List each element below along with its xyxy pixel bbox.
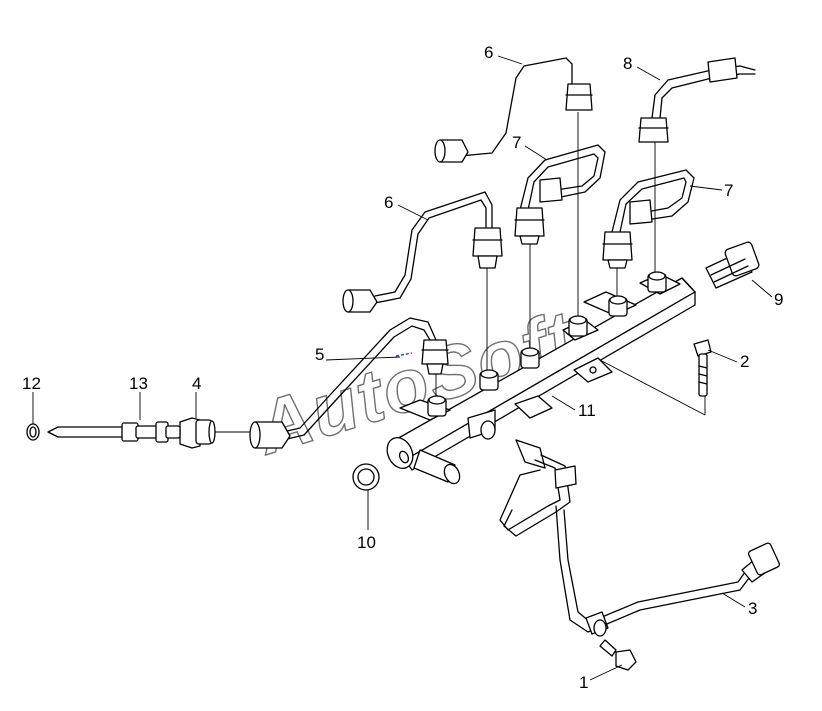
return-pipe bbox=[499, 439, 781, 637]
rail-plug bbox=[352, 463, 380, 491]
fuel-rail bbox=[386, 271, 696, 485]
callout-11: 11 bbox=[578, 401, 596, 420]
callout-12: 12 bbox=[22, 374, 41, 393]
injector-nut bbox=[179, 417, 216, 449]
callout-leaders bbox=[32, 55, 773, 681]
callout-labels: 1 2 3 4 5 6 6 7 7 8 9 10 11 12 13 bbox=[22, 43, 783, 692]
mounting-lug bbox=[514, 395, 553, 419]
rail-port bbox=[479, 369, 499, 391]
rail-port bbox=[562, 315, 599, 341]
callout-13: 13 bbox=[129, 374, 148, 393]
callout-7: 7 bbox=[724, 181, 733, 200]
injector-pipe-loop-left bbox=[514, 144, 606, 245]
callout-6: 6 bbox=[384, 193, 393, 212]
pressure-sensor bbox=[705, 241, 760, 289]
rail-port bbox=[583, 291, 637, 317]
callout-6: 6 bbox=[484, 43, 493, 62]
injector-pipe-right bbox=[638, 57, 756, 143]
callout-10: 10 bbox=[357, 533, 376, 552]
callout-3: 3 bbox=[748, 599, 757, 618]
callout-4: 4 bbox=[192, 374, 201, 393]
rail-bolt bbox=[693, 339, 712, 397]
rail-port bbox=[639, 271, 681, 295]
callout-7: 7 bbox=[512, 133, 521, 152]
callout-2: 2 bbox=[740, 352, 749, 371]
injector-pipe-lower bbox=[342, 191, 503, 313]
callout-1: 1 bbox=[579, 673, 588, 692]
callout-9: 9 bbox=[774, 290, 783, 309]
injector-supply-pipe bbox=[249, 317, 449, 449]
alignment-lines bbox=[215, 112, 706, 433]
callout-5: 5 bbox=[315, 345, 324, 364]
fuel-injector bbox=[47, 421, 181, 443]
injector-pipe-loop-right bbox=[602, 169, 695, 269]
return-pipe-bolt bbox=[599, 639, 637, 671]
rail-port bbox=[520, 347, 540, 369]
rail-port bbox=[399, 395, 451, 421]
callout-8: 8 bbox=[623, 54, 632, 73]
injector-pipe-upper bbox=[434, 50, 593, 163]
